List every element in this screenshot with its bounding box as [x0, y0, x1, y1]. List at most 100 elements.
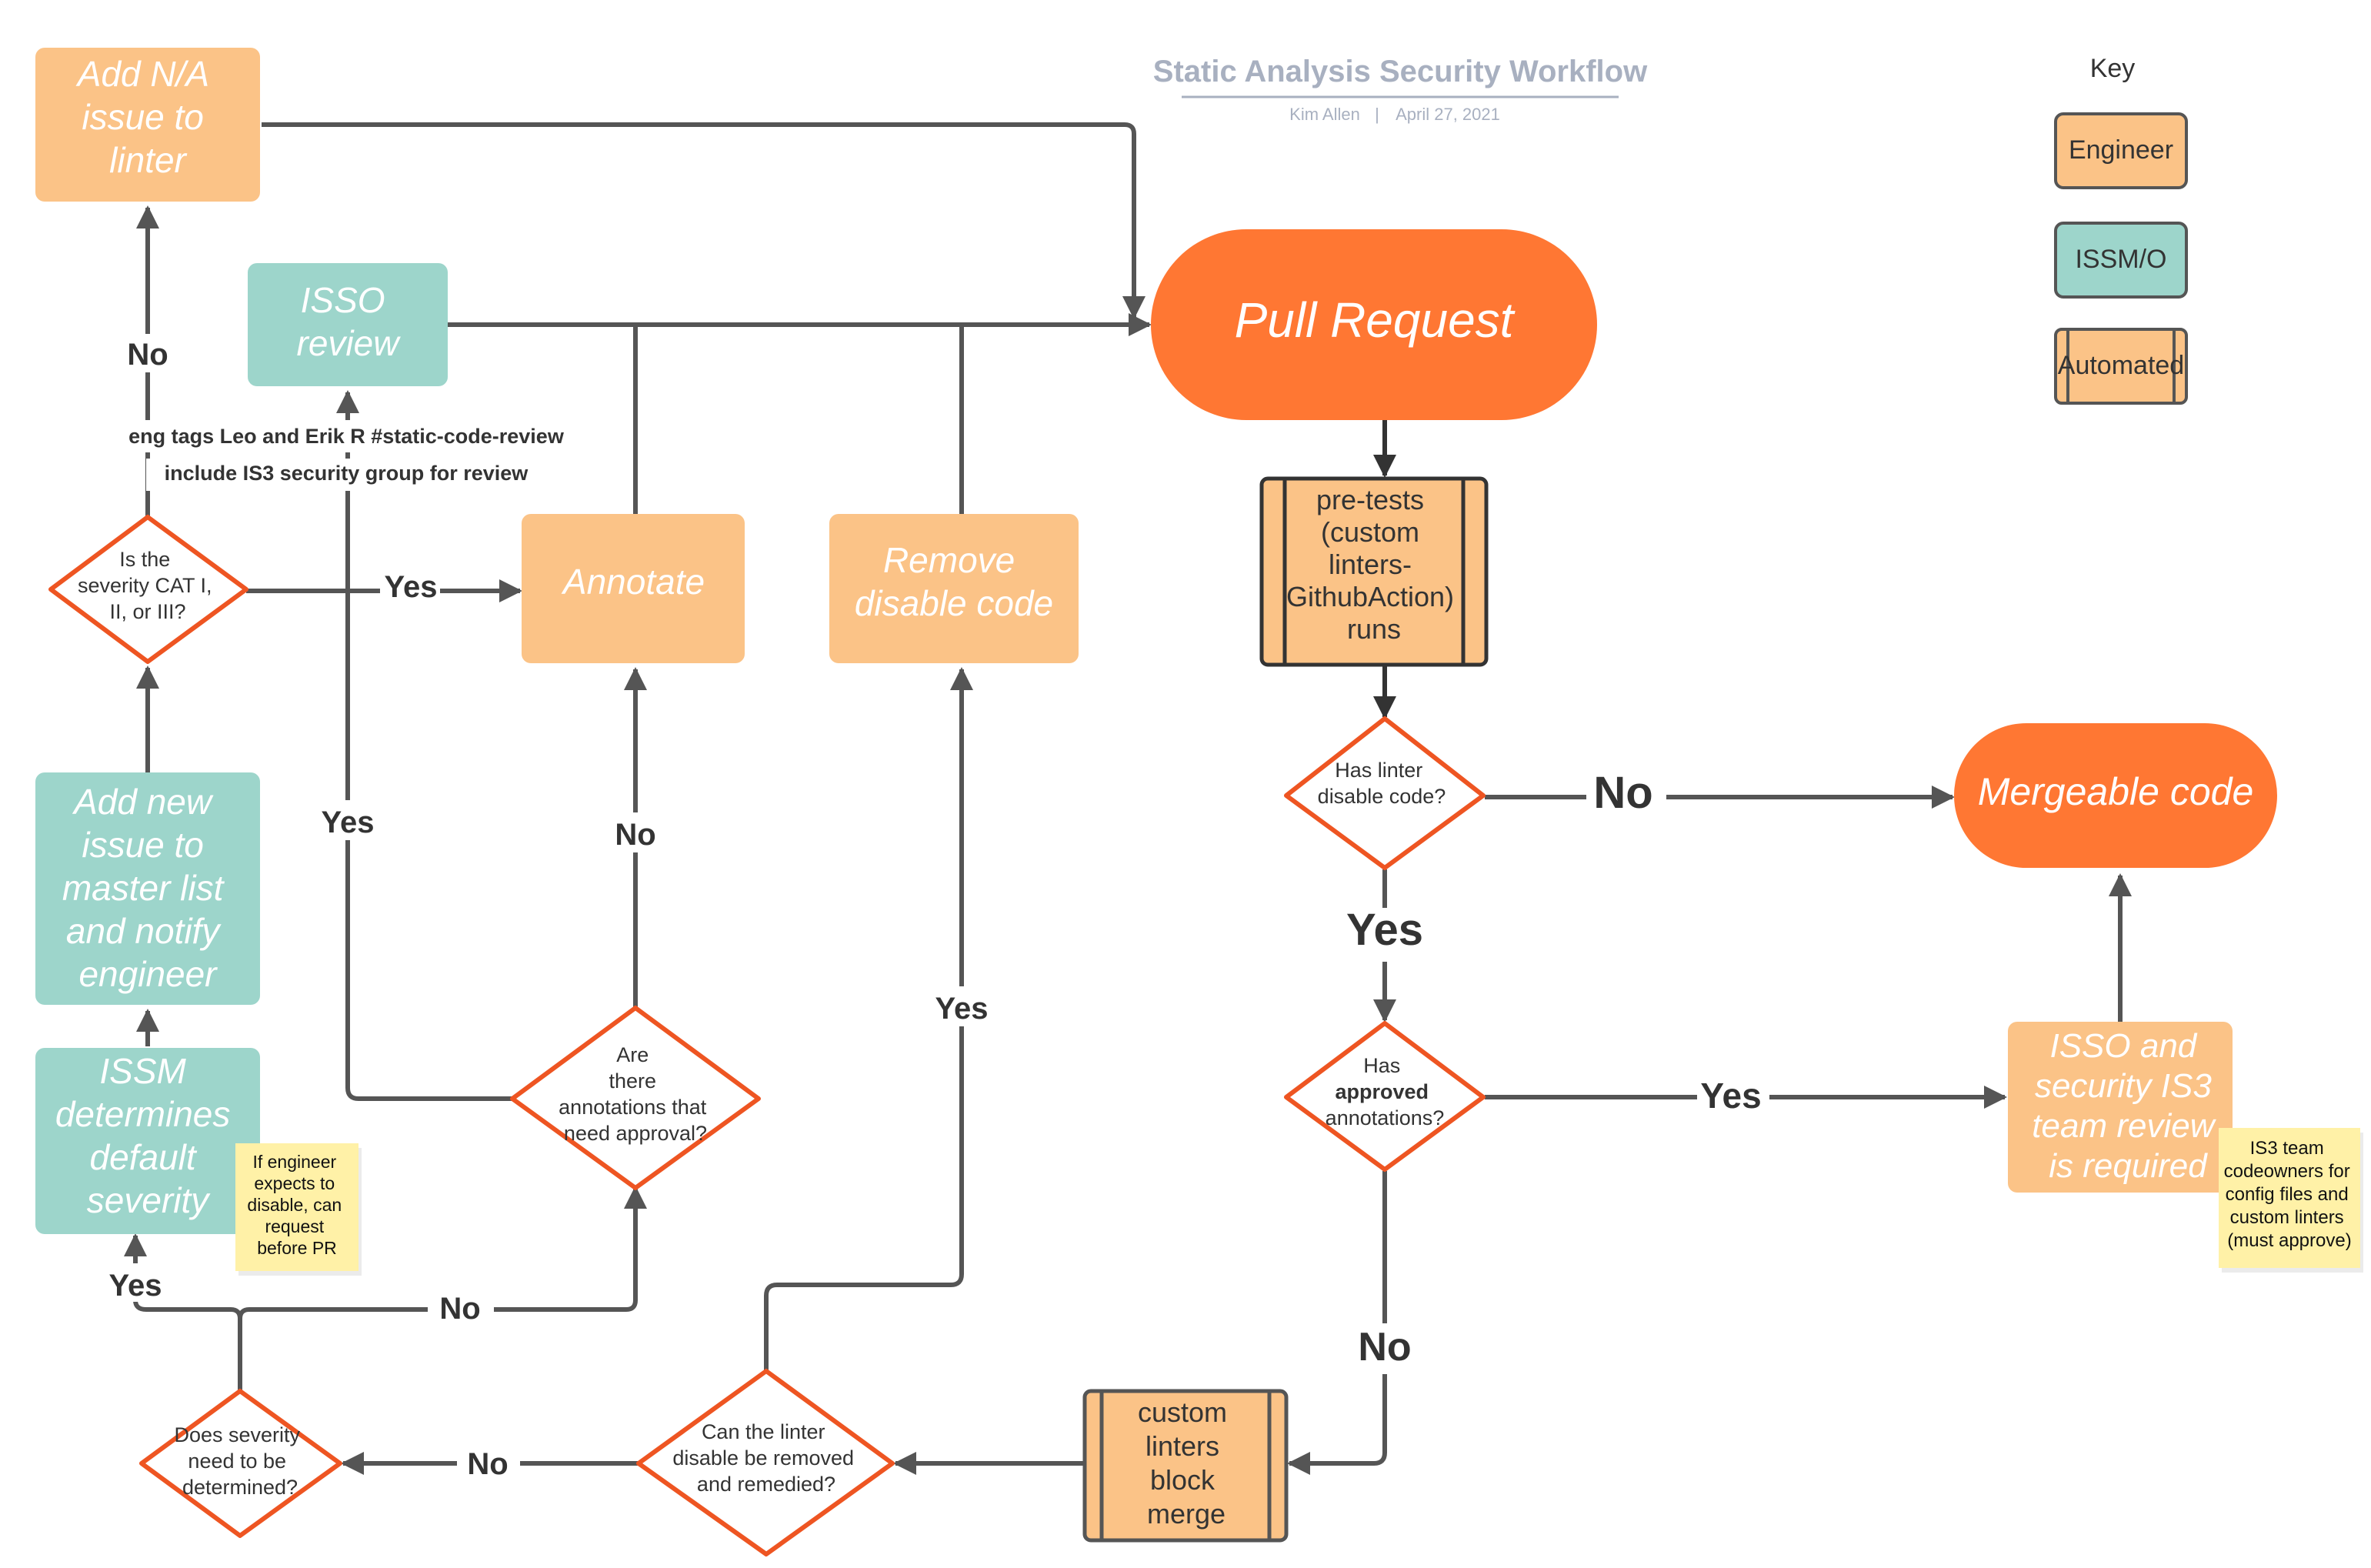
note-engineer-expects: If engineer expects to disable, can requ…	[235, 1143, 362, 1276]
add-na-line-2: issue to	[82, 97, 204, 137]
edge-labels: No Yes Yes No Yes No Yes No No Yes Yes N…	[100, 334, 1769, 1482]
issm-line-3: default	[90, 1137, 198, 1177]
label-no-annotate: No	[615, 818, 655, 852]
is3-line-3: team review	[2032, 1107, 2216, 1145]
annotations-q-line-1: Are	[616, 1043, 649, 1066]
edge-annq-yes	[336, 390, 514, 1101]
node-annotate: Annotate	[522, 514, 745, 663]
add-na-line-1: Add N/A	[75, 54, 208, 94]
has-linter-line-1: Has linter	[1335, 759, 1422, 782]
engineer-note-line-4: request	[265, 1216, 324, 1236]
is3-line-1: ISSO and	[2049, 1027, 2197, 1065]
date: April 27, 2021	[1396, 105, 1500, 124]
header-separator: |	[1375, 105, 1379, 124]
svg-text:Has linter disable code?: Has linter disable code?	[1318, 759, 1446, 808]
has-linter-line-2: disable code?	[1318, 785, 1446, 808]
approved-line-2: approved	[1335, 1080, 1429, 1103]
isso-review-line-1: ISSO	[301, 280, 385, 320]
edge-removed-yes	[764, 667, 973, 1374]
pretests-line-4: GithubAction)	[1286, 581, 1454, 612]
issm-line-2: determines	[55, 1094, 231, 1134]
add-new-line-3: master list	[62, 868, 225, 908]
header: Static Analysis Security Workflow Kim Al…	[1153, 55, 1648, 124]
linter-removed-line-3: and remedied?	[697, 1473, 835, 1496]
annotations-q-line-4: need approval?	[564, 1122, 707, 1145]
engineer-note-line-3: disable, can	[247, 1195, 342, 1215]
is3-line-2: security IS3	[2035, 1067, 2212, 1105]
isso-review-line-2: review	[297, 323, 402, 363]
note-eng-tags: eng tags Leo and Erik R #static-code-rev…	[128, 425, 565, 448]
severity-cat-line-1: Is the	[119, 548, 170, 571]
annotation-text: eng tags Leo and Erik R #static-code-rev…	[111, 420, 580, 491]
svg-text:Are there annotati: Are there annotations that need approval…	[559, 1043, 712, 1145]
legend-engineer-label: Engineer	[2069, 135, 2173, 165]
label-no-mergeable: No	[1593, 768, 1652, 818]
issm-line-1: ISSM	[99, 1051, 186, 1091]
severity-needed-line-2: need to be	[188, 1450, 286, 1473]
node-isso-is3-review: ISSO and security IS3 team review is req…	[2008, 1022, 2233, 1193]
svg-text:pre-tests (custom: pre-tests (custom linters- GithubAction)…	[1286, 484, 1462, 645]
legend-issso-swatch	[2054, 222, 2188, 299]
node-isso-review: ISSO review	[248, 263, 448, 386]
approved-line-1: Has	[1363, 1054, 1400, 1077]
is3-note-line-1: IS3 team	[2250, 1138, 2324, 1159]
remove-disable-line-2: disable code	[855, 583, 1053, 623]
decision-has-linter-disable: Has linter disable code?	[1284, 716, 1486, 870]
issm-line-4: severity	[87, 1180, 211, 1220]
svg-text:ISSO review: ISSO review	[297, 280, 402, 363]
edge-addna-to-pr	[262, 122, 1145, 319]
approved-line-3: annotations?	[1326, 1106, 1445, 1129]
svg-text:custom linters blo: custom linters block merge	[1138, 1396, 1235, 1530]
label-yes-remove: Yes	[935, 992, 989, 1026]
node-issm-determines: ISSM determines default severity	[35, 1048, 260, 1234]
legend-automated-swatch	[2054, 328, 2188, 405]
svg-text:Has approved annot: Has approved annotations?	[1326, 1054, 1445, 1129]
label-no-removed: No	[467, 1447, 508, 1481]
label-yes-issm: Yes	[109, 1269, 162, 1303]
svg-text:ISSM determines de: ISSM determines default severity	[55, 1051, 240, 1220]
node-custom-linters-block: custom linters block merge	[1082, 1389, 1289, 1543]
legend-issso-label: ISSM/O	[2075, 245, 2166, 274]
pretests-line-2: (custom	[1321, 516, 1419, 548]
annotations-q-line-2: there	[609, 1069, 656, 1093]
svg-text:IS3 team codeowners for: IS3 team codeowners for config files and…	[2224, 1138, 2356, 1251]
is3-note-line-2: codeowners for	[2224, 1161, 2350, 1182]
legend: Key Engineer ISSM/O Automated	[2054, 54, 2188, 405]
custom-block-line-1: custom	[1138, 1396, 1227, 1428]
node-remove-disable: Remove disable code	[829, 514, 1079, 663]
decision-severity-cat: Is the severity CAT I, II, or III?	[48, 515, 248, 664]
linter-removed-line-1: Can the linter	[702, 1420, 825, 1443]
svg-text:Is the severity CAT I,: Is the severity CAT I, II, or III?	[78, 548, 218, 623]
label-yes-approved: Yes	[1346, 905, 1423, 955]
node-pull-request: Pull Request	[1151, 229, 1597, 420]
is3-line-4: is required	[2049, 1147, 2208, 1185]
label-no-severity: No	[439, 1292, 480, 1326]
add-new-line-1: Add new	[72, 782, 214, 822]
mergeable-label: Mergeable code	[1978, 770, 2254, 813]
annotations-q-line-3: annotations that	[559, 1096, 707, 1119]
svg-text:If engineer expects to: If engineer expects to disable, can requ…	[247, 1152, 346, 1258]
pretests-line-1: pre-tests	[1316, 484, 1424, 515]
legend-automated-label: Automated	[2058, 351, 2184, 380]
engineer-note-line-5: before PR	[257, 1238, 337, 1258]
custom-block-line-3: block	[1150, 1464, 1216, 1496]
add-new-line-5: engineer	[78, 954, 218, 994]
author: Kim Allen	[1289, 105, 1360, 124]
is3-note-line-3: config files and	[2226, 1184, 2349, 1205]
page-title: Static Analysis Security Workflow	[1153, 55, 1648, 88]
linter-removed-line-2: disable be removed	[672, 1446, 854, 1470]
svg-text:Does severity need to be: Does severity need to be determined?	[174, 1423, 305, 1499]
edge-approved-no	[1287, 1171, 1387, 1475]
severity-cat-line-3: II, or III?	[109, 600, 185, 623]
node-pretests: pre-tests (custom linters- GithubAction)…	[1259, 476, 1489, 667]
edge-severity-yes	[124, 1233, 242, 1319]
pull-request-label: Pull Request	[1235, 292, 1516, 348]
add-new-line-4: and notify	[66, 911, 222, 951]
label-yes-isso: Yes	[322, 806, 375, 839]
svg-text:ISSO and security IS3: ISSO and security IS3 team review is req…	[2032, 1027, 2223, 1185]
pretests-line-3: linters-	[1329, 549, 1412, 580]
remove-disable-line-1: Remove	[883, 540, 1015, 580]
decision-severity-needed: Does severity need to be determined?	[139, 1389, 342, 1538]
decision-has-approved: Has approved annotations?	[1284, 1021, 1486, 1172]
is3-note-line-5: (must approve)	[2227, 1230, 2351, 1251]
